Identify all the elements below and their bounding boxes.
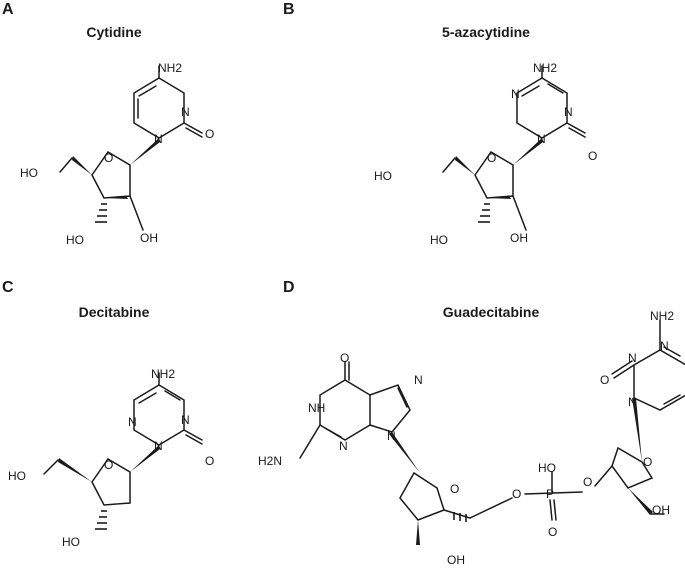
decitabine-ring-o-label: O xyxy=(104,458,113,472)
decitabine-n1-label: N xyxy=(154,439,163,453)
panel-a: A Cytidine NH2 N N O xyxy=(2,1,214,247)
guadecitabine-sugar1-oh-label: OH xyxy=(447,553,465,567)
azacytidine-ring-o-label: O xyxy=(487,151,496,165)
azacytidine-n1-label: N xyxy=(537,132,546,146)
cytidine-ho5-label: HO xyxy=(20,166,38,180)
cytidine-n3-label: N xyxy=(181,105,190,119)
decitabine-ho3-label: HO xyxy=(62,535,80,549)
panel-a-letter: A xyxy=(2,1,14,18)
guadecitabine-n7-label: N xyxy=(414,373,423,387)
panel-b-letter: B xyxy=(283,1,295,18)
azacytidine-carbonyl-o-label: O xyxy=(588,149,597,163)
panel-b-title: 5-azacytidine xyxy=(442,24,530,40)
decitabine-n5-label: N xyxy=(128,415,137,429)
cytidine-structure xyxy=(59,65,203,231)
guadecitabine-structure xyxy=(299,319,685,545)
panel-d-letter: D xyxy=(283,279,295,296)
panel-d: D Guadecitabine xyxy=(258,279,685,567)
panel-b: B 5-azacytidine NH2 N N N O xyxy=(283,1,597,247)
guadecitabine-phosphate-ho-label: HO xyxy=(538,461,556,475)
decitabine-carbonyl-o-label: O xyxy=(205,454,214,468)
azacytidine-n5-label: N xyxy=(511,87,520,101)
panel-c-title: Decitabine xyxy=(79,304,150,320)
azacytidine-n3-label: N xyxy=(564,105,573,119)
cytidine-carbonyl-o-label: O xyxy=(205,127,214,141)
guadecitabine-ester-o2-label: O xyxy=(583,475,592,489)
guadecitabine-ester-o1-label: O xyxy=(512,487,521,501)
azacytidine-oh2-label: OH xyxy=(510,231,528,245)
guadecitabine-aza-n5-label: N xyxy=(660,339,669,353)
guadecitabine-phosphorus-label: P xyxy=(546,487,554,501)
azacytidine-ho5-label: HO xyxy=(374,169,392,183)
guadecitabine-aza-n3-label: N xyxy=(628,351,637,365)
cytidine-ho3-label: HO xyxy=(66,233,84,247)
guadecitabine-sugar2-ring-o-label: O xyxy=(643,455,652,469)
guadecitabine-sugar2-oh-label: OH xyxy=(652,503,670,517)
decitabine-ho5-label: HO xyxy=(8,469,26,483)
guadecitabine-n9-label: N xyxy=(387,429,396,443)
panel-d-title: Guadecitabine xyxy=(443,304,540,320)
cytidine-ring-o-label: O xyxy=(104,151,113,165)
guadecitabine-h2n-label: H2N xyxy=(258,454,282,468)
cytidine-n1-label: N xyxy=(154,132,163,146)
panel-c-letter: C xyxy=(2,279,14,296)
guadecitabine-phosphate-o-label: O xyxy=(548,525,557,539)
guadecitabine-nh2-label: NH2 xyxy=(650,309,674,323)
cytidine-nh2-label: NH2 xyxy=(158,61,182,75)
azacytidine-structure xyxy=(442,65,586,231)
cytidine-oh2-label: OH xyxy=(140,231,158,245)
guadecitabine-guanine-n3-label: N xyxy=(339,439,348,453)
decitabine-n3-label: N xyxy=(181,413,190,427)
guadecitabine-aza-n1-label: N xyxy=(628,395,637,409)
guadecitabine-guanine-carbonyl-o-label: O xyxy=(340,351,349,365)
guadecitabine-sugar1-ring-o-label: O xyxy=(450,482,459,496)
azacytidine-nh2-label: NH2 xyxy=(533,61,557,75)
decitabine-structure xyxy=(43,372,203,530)
azacytidine-ho3-label: HO xyxy=(430,233,448,247)
decitabine-nh2-label: NH2 xyxy=(151,367,175,381)
panel-c: C Decitabine NH2 N N N O O HO HO xyxy=(2,279,214,549)
guadecitabine-nh-label: NH xyxy=(308,401,325,415)
panel-a-title: Cytidine xyxy=(86,24,141,40)
guadecitabine-aza-carbonyl-o-label: O xyxy=(600,373,609,387)
